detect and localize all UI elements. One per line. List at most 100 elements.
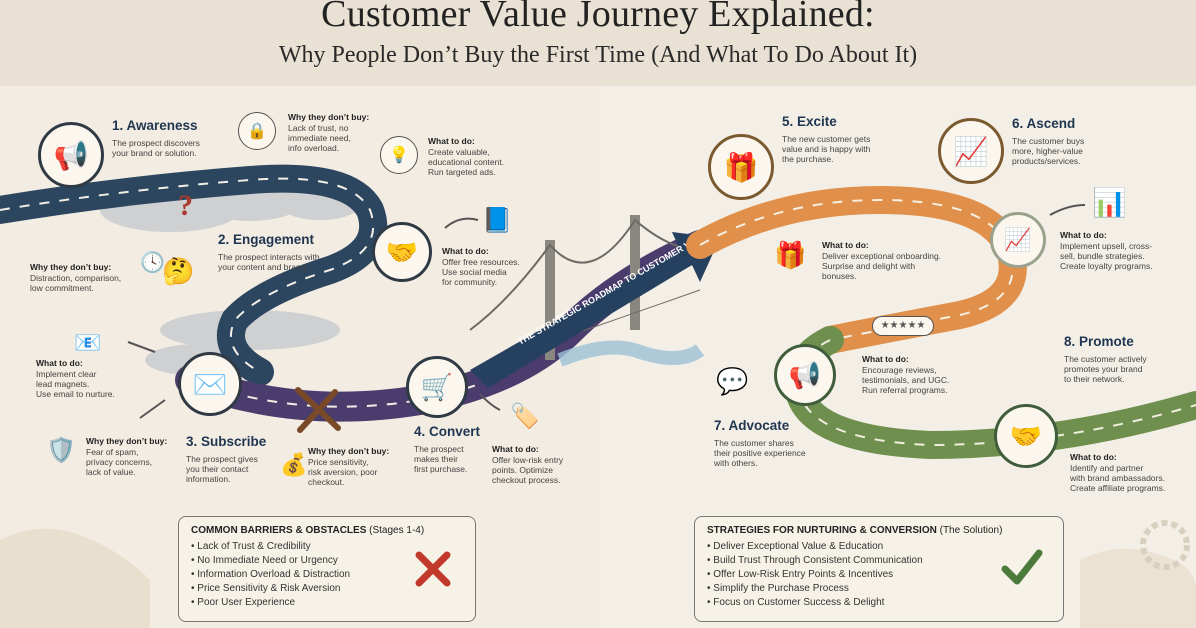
network-icon: 🤝 — [1009, 420, 1043, 451]
list-item: Price Sensitivity & Risk Aversion — [191, 582, 463, 596]
stage-3-what-label: What to do: — [36, 358, 83, 368]
advocate-icon-circle: 📢 — [774, 344, 836, 406]
stage-7-title: 7. Advocate — [714, 418, 790, 433]
shield-icon: 🛡️ — [46, 437, 76, 464]
stage-3-why-text: Fear of spam,privacy concerns,lack of va… — [86, 447, 153, 477]
stage-6-what-label: What to do: — [1060, 230, 1107, 240]
barriers-list: Lack of Trust & Credibility No Immediate… — [191, 540, 463, 610]
stage-8-what-label: What to do: — [1070, 452, 1117, 462]
list-item: Lack of Trust & Credibility — [191, 540, 463, 554]
barriers-box: COMMON BARRIERS & OBSTACLES (Stages 1-4)… — [178, 516, 476, 622]
x-mark-icon — [415, 551, 451, 587]
subscribe-icon-circle: ✉️ — [178, 352, 242, 416]
book-icon: 📘 — [482, 207, 512, 234]
river — [557, 340, 705, 367]
list-item: Focus on Customer Success & Delight — [707, 596, 1051, 610]
promote-icon-circle: 🤝 — [994, 404, 1058, 468]
handshake-icon: 🤝 — [385, 236, 419, 267]
list-item: No Immediate Need or Urgency — [191, 554, 463, 568]
stage-1-why-label: Why they don’t buy: — [288, 112, 370, 122]
strategies-list: Deliver Exceptional Value & Education Bu… — [707, 540, 1051, 610]
stage-4-title: 4. Convert — [414, 424, 481, 439]
list-item: Simplify the Purchase Process — [707, 582, 1051, 596]
ascend-icon-circle: 📈 — [938, 118, 1004, 184]
gift-icon: 🎁 — [723, 151, 759, 183]
confused-person-icon: 🤔 — [162, 256, 195, 286]
five-star-rating-icon: ★★★★★ — [872, 316, 934, 336]
list-item: Information Overload & Distraction — [191, 568, 463, 582]
stage-2-why-label: Why they don’t buy: — [30, 262, 112, 272]
question-mark-icon: ? — [178, 189, 193, 222]
lightbulb-icon-circle: 💡 — [380, 136, 418, 174]
strategies-heading: STRATEGIES FOR NURTURING & CONVERSION (T… — [707, 525, 1003, 536]
stage-5-what-text: Deliver exceptional onboarding.Surprise … — [822, 251, 942, 281]
shopping-cart-icon: 🛒 — [420, 371, 454, 402]
stage-3-title: 3. Subscribe — [186, 434, 267, 449]
roadblock-icon — [295, 387, 341, 433]
money-bag-icon: 💰 — [280, 452, 308, 477]
stage-4-why-label: Why they don’t buy: — [308, 446, 390, 456]
bridge — [469, 215, 701, 361]
stage-1-what-label: What to do: — [428, 136, 475, 146]
convert-icon-circle: 🛒 — [406, 356, 468, 418]
stage-7-what-label: What to do: — [862, 354, 909, 364]
engagement-icon-circle: 🤝 — [372, 222, 432, 282]
megaphone-icon: 📢 — [788, 359, 822, 390]
stage-6-title: 6. Ascend — [1012, 116, 1076, 131]
gear-decoration — [1140, 520, 1190, 570]
stage-2-title: 2. Engagement — [218, 232, 315, 247]
upsell-icon-circle: 📈 — [990, 212, 1046, 268]
list-item: Deliver Exceptional Value & Education — [707, 540, 1051, 554]
lock-icon: 🔒 — [247, 123, 267, 140]
cart-tag-icon: 🏷️ — [510, 403, 540, 430]
map-decoration-left — [0, 528, 150, 628]
stage-1-title: 1. Awareness — [112, 118, 198, 133]
stage-5-what-label: What to do: — [822, 240, 869, 250]
growth-chart-icon: 📈 — [953, 135, 989, 167]
strategies-box: STRATEGIES FOR NURTURING & CONVERSION (T… — [694, 516, 1064, 622]
envelope-icon: ✉️ — [192, 368, 228, 400]
stage-7-what-text: Encourage reviews,testimonials, and UGC.… — [862, 365, 950, 395]
map-decoration-right — [1080, 548, 1196, 628]
clock-icon: 🕓 — [140, 252, 165, 274]
lightbulb-icon: 💡 — [389, 147, 409, 164]
gift-sparkle-icon: 🎁 — [774, 240, 807, 270]
stage-3-why-label: Why they don’t buy: — [86, 436, 168, 446]
lock-icon-circle: 🔒 — [238, 112, 276, 150]
email-check-icon: 📧 — [74, 330, 102, 355]
connector-arrows — [127, 204, 1086, 419]
bar-chart-icon: 📊 — [1092, 187, 1127, 218]
barriers-heading: COMMON BARRIERS & OBSTACLES (Stages 1-4) — [191, 525, 425, 536]
stage-8-title: 8. Promote — [1064, 334, 1134, 349]
stage-2-what-label: What to do: — [442, 246, 489, 256]
header-banner: Customer Value Journey Explained: Why Pe… — [0, 0, 1196, 86]
stage-1-what-text: Create valuable,educational content.Run … — [428, 147, 505, 177]
awareness-icon-circle: 📢 — [38, 122, 104, 188]
page-subtitle: Why People Don’t Buy the First Time (And… — [278, 42, 918, 68]
trend-up-icon: 📈 — [1004, 227, 1032, 252]
excite-icon-circle: 🎁 — [708, 134, 774, 200]
stage-6-what-text: Implement upsell, cross-sell, bundle str… — [1060, 241, 1153, 271]
list-item: Offer Low-Risk Entry Points & Incentives — [707, 568, 1051, 582]
stage-5-title: 5. Excite — [782, 114, 837, 129]
list-item: Poor User Experience — [191, 596, 463, 610]
list-item: Build Trust Through Consistent Communica… — [707, 554, 1051, 568]
bridge-arrow — [470, 232, 720, 388]
checkmark-icon — [1001, 549, 1043, 585]
chat-bubble-icon: 💬 — [716, 366, 749, 396]
